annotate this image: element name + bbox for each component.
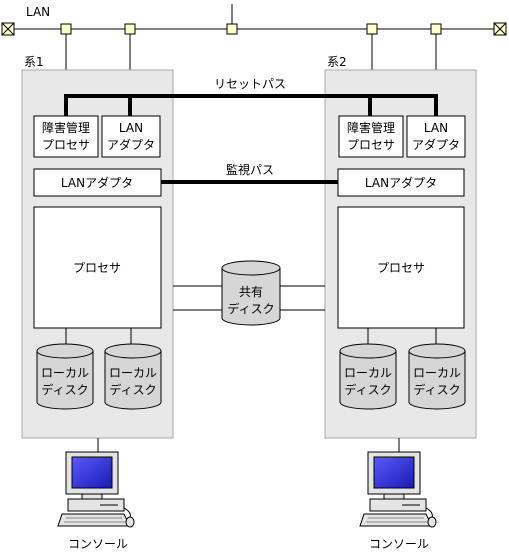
- monitor-lan-adapter: [337, 168, 465, 197]
- lan-label: LAN: [26, 5, 50, 19]
- system-label: 系2: [327, 55, 347, 69]
- reset-path-label: リセットパス: [214, 77, 286, 91]
- lan-adapter-label-line2: アダプタ: [107, 137, 155, 152]
- local-disk-label-line1: ローカル: [41, 366, 89, 380]
- local-disk: ローカル ディスク: [36, 343, 94, 410]
- local-disk-label-line2: ディスク: [413, 382, 460, 397]
- lan-terminator-left: [1, 22, 15, 36]
- shared-disk-label-line1: 共有: [239, 285, 263, 299]
- lan-terminator-right: [493, 22, 507, 36]
- console-2: コンソール: [359, 451, 437, 551]
- monitor-lan-adapter-label: LANアダプタ: [61, 175, 133, 190]
- local-disk-label-line1: ローカル: [109, 366, 157, 380]
- local-disk-label-line2: ディスク: [41, 382, 88, 397]
- lan-node: [226, 23, 238, 35]
- local-disk-label-line2: ディスク: [344, 382, 391, 397]
- console-label: コンソール: [369, 537, 429, 551]
- system-1: 系1 障害管理 プロセサ LAN アダプタ LANアダプタ プロセサ ローカル …: [21, 55, 174, 452]
- local-disk: ローカル ディスク: [339, 343, 397, 410]
- console-1: コンソール: [57, 451, 135, 551]
- keyboard-icon: [57, 513, 131, 527]
- lan-adapter: [101, 115, 161, 158]
- system-2: 系2 障害管理 プロセサ LAN アダプタ LANアダプタ プロセサ ローカル …: [324, 55, 477, 452]
- local-disk: ローカル ディスク: [104, 343, 162, 410]
- fault-management-processor: [33, 115, 99, 158]
- lan-adapter-label-line1: LAN: [424, 121, 448, 135]
- shared-disk: 共有 ディスク: [173, 260, 325, 326]
- processor: [337, 206, 465, 329]
- monitor-icon: [367, 451, 427, 512]
- processor-label: プロセサ: [377, 261, 425, 275]
- monitor-lan-adapter-label: LANアダプタ: [365, 175, 437, 190]
- lan-adapter-label-line2: アダプタ: [412, 137, 460, 152]
- lan-adapter-label-line1: LAN: [119, 121, 143, 135]
- monitor-path-label: 監視パス: [226, 162, 274, 177]
- monitor-icon: [65, 451, 125, 512]
- local-disk-label-line1: ローカル: [413, 366, 461, 380]
- shared-disk-label-line2: ディスク: [227, 301, 274, 316]
- processor: [33, 206, 162, 329]
- local-disk: ローカル ディスク: [408, 343, 466, 410]
- system-label: 系1: [24, 55, 44, 69]
- keyboard-icon: [359, 513, 433, 527]
- mouse-icon: [425, 507, 437, 528]
- fault-processor-label-line1: 障害管理: [42, 120, 90, 135]
- mouse-icon: [123, 507, 135, 528]
- monitor-path: 監視パス: [161, 162, 338, 184]
- reset-path: リセットパス: [64, 77, 438, 116]
- fault-management-processor: [338, 115, 404, 158]
- fault-processor-label-line2: プロセサ: [42, 138, 90, 152]
- fault-processor-label-line2: プロセサ: [347, 138, 395, 152]
- console-label: コンソール: [68, 537, 128, 551]
- processor-label: プロセサ: [73, 261, 121, 275]
- lan-node: [366, 23, 378, 35]
- fault-processor-label-line1: 障害管理: [347, 120, 395, 135]
- lan-node: [124, 23, 136, 35]
- monitor-lan-adapter: [33, 168, 162, 197]
- local-disk-label-line1: ローカル: [344, 366, 392, 380]
- lan-node: [430, 23, 442, 35]
- local-disk-label-line2: ディスク: [109, 382, 156, 397]
- lan-node: [60, 23, 72, 35]
